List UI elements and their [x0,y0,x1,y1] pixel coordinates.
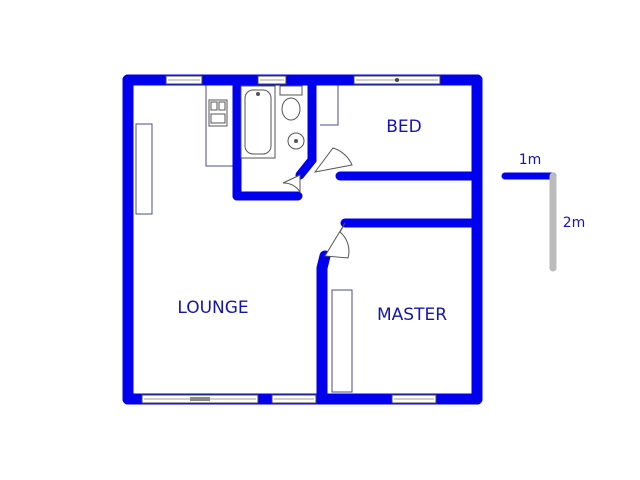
window-icon [391,394,437,404]
window-icon [257,75,287,85]
scale-label-2m: 2m [563,215,586,231]
door-swing-icon [324,222,350,259]
scale-bar: 1m 2m [501,152,586,272]
windows [141,75,441,404]
walls [122,74,483,405]
doors [282,147,353,259]
door-swing-icon [313,147,353,173]
wall-master-left [316,250,331,405]
window-icon [141,394,259,404]
room-label-master: MASTER [377,305,447,325]
room-label-lounge: LOUNGE [177,298,248,318]
bed-cupboard [320,83,339,126]
kitchen-sink-icon [208,99,228,127]
bathtub-icon [240,85,276,159]
window-icon [353,75,441,85]
lounge-counter [135,123,153,215]
window-icon [165,75,203,85]
master-cupboard [331,289,353,393]
window-icon [271,394,317,404]
kitchen-counter [205,84,236,167]
basin-icon [287,132,305,150]
room-label-bed: BED [386,117,422,137]
toilet-icon [279,85,303,121]
scale-label-1m: 1m [519,152,542,168]
door-swing-icon [282,174,301,194]
wall-bathroom-right [295,75,317,180]
